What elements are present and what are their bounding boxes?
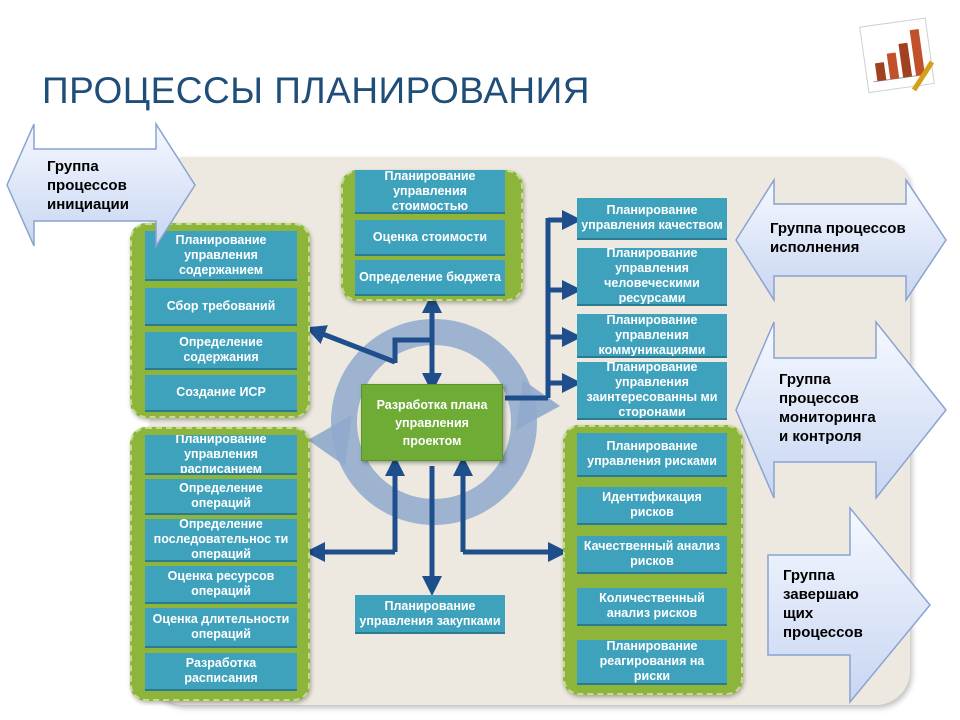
process-box[interactable]: Планирование управления расписанием bbox=[145, 435, 297, 475]
process-box[interactable]: Планирование управления рисками bbox=[577, 433, 727, 477]
process-box[interactable]: Планирование управления стоимостью bbox=[355, 170, 505, 214]
process-box[interactable]: Разработка расписания bbox=[145, 653, 297, 691]
process-box[interactable]: Планирование управления содержанием bbox=[145, 231, 297, 281]
process-box[interactable]: Оценка стоимости bbox=[355, 220, 505, 256]
process-box[interactable]: Планирование управления человеческими ре… bbox=[577, 248, 727, 306]
cycle-arrowhead bbox=[516, 380, 560, 430]
process-box[interactable]: Планирование реагирования на риски bbox=[577, 640, 727, 685]
process-box[interactable]: Сбор требований bbox=[145, 288, 297, 326]
execution-arrow-shape bbox=[735, 177, 947, 303]
process-box[interactable]: Планирование управления заинтересованны … bbox=[577, 362, 727, 420]
process-box[interactable]: Планирование управления коммуникациями bbox=[577, 314, 727, 358]
process-box[interactable]: Планирование управления закупками bbox=[355, 595, 505, 634]
process-box[interactable]: Идентификация рисков bbox=[577, 487, 727, 525]
execution-label: Группа процессов исполнения bbox=[770, 220, 906, 256]
process-box[interactable]: Качественный анализ рисков bbox=[577, 536, 727, 574]
cycle-arrowhead bbox=[308, 415, 352, 466]
initiation-arrow-shape bbox=[6, 121, 196, 249]
process-box[interactable]: Определение содержания bbox=[145, 332, 297, 370]
initiation-label: Группа процессов инициации bbox=[47, 158, 129, 213]
process-box[interactable]: Определение операций bbox=[145, 479, 297, 515]
process-box[interactable]: Создание ИСР bbox=[145, 375, 297, 412]
center-process-box[interactable]: Разработка плана управления проектом bbox=[361, 384, 503, 461]
process-box[interactable]: Определение последовательнос ти операций bbox=[145, 519, 297, 562]
chart-logo-icon bbox=[859, 17, 935, 94]
process-box[interactable]: Планирование управления качеством bbox=[577, 198, 727, 240]
arrow bbox=[305, 325, 396, 365]
closing-label: Группа завершаю щих процессов bbox=[783, 567, 863, 641]
monitoring-label: Группа процессов мониторинга и контроля bbox=[779, 371, 876, 445]
monitoring-arrow-shape bbox=[735, 319, 947, 501]
arrow bbox=[392, 337, 432, 363]
process-box[interactable]: Оценка длительности операций bbox=[145, 608, 297, 648]
closing-arrow-shape bbox=[767, 505, 931, 705]
process-box[interactable]: Количественный анализ рисков bbox=[577, 588, 727, 626]
process-box[interactable]: Оценка ресурсов операций bbox=[145, 566, 297, 604]
page-title: ПРОЦЕССЫ ПЛАНИРОВАНИЯ bbox=[42, 70, 590, 111]
process-box[interactable]: Определение бюджета bbox=[355, 260, 505, 296]
